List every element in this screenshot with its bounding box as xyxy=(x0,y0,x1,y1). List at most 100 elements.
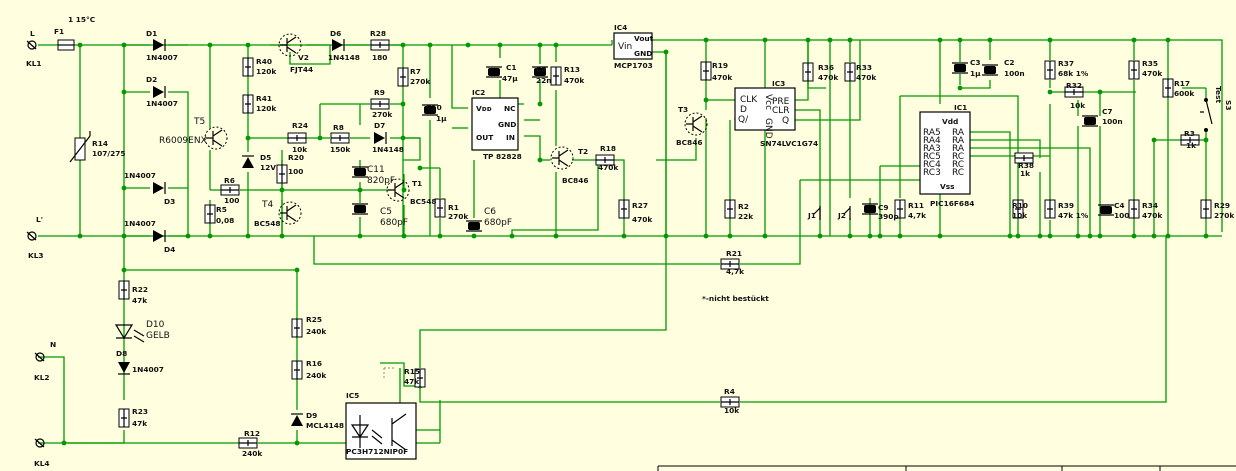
capacitor-c6[interactable] xyxy=(466,220,482,232)
resistor-r9[interactable] xyxy=(370,98,390,110)
transistor-t4[interactable] xyxy=(278,201,302,225)
label-ic1-rc-r3: RC xyxy=(952,168,964,178)
resistor-r4[interactable] xyxy=(720,396,740,408)
diode-d7[interactable] xyxy=(374,132,387,144)
label-r28-val: 180 xyxy=(372,53,387,62)
diode-d8[interactable] xyxy=(118,362,130,375)
label-ic1-rc4: RC4 xyxy=(923,160,941,170)
resistor-r29[interactable] xyxy=(1200,199,1212,219)
capacitor-c3[interactable] xyxy=(952,62,968,74)
resistor-r16[interactable] xyxy=(291,360,303,380)
label-ic3-d: D xyxy=(740,105,747,115)
resistor-r24[interactable] xyxy=(287,132,307,144)
fuse-f1[interactable] xyxy=(57,39,75,51)
terminal-kl2[interactable] xyxy=(34,352,45,362)
transistor-t1[interactable] xyxy=(386,178,410,202)
transistor-t3[interactable] xyxy=(684,112,708,136)
label-t5-val: R6009ENX xyxy=(159,136,207,146)
transistor-v2[interactable] xyxy=(278,33,302,57)
resistor-r38[interactable] xyxy=(1014,152,1034,164)
capacitor-c10[interactable] xyxy=(422,104,438,116)
resistor-r35[interactable] xyxy=(1128,60,1140,80)
label-r27: R27 xyxy=(632,201,648,210)
resistor-r11[interactable] xyxy=(894,199,906,219)
resistor-r40[interactable] xyxy=(242,57,254,77)
ic4-body[interactable] xyxy=(613,32,653,60)
capacitor-c1[interactable] xyxy=(486,66,502,78)
diode-d4[interactable] xyxy=(153,230,166,242)
diode-d1[interactable] xyxy=(153,39,166,51)
resistor-r25[interactable] xyxy=(291,318,303,338)
label-r2: R2 xyxy=(738,202,749,211)
label-d10: D10 xyxy=(146,320,165,330)
capacitor-c8[interactable] xyxy=(532,66,548,78)
resistor-r17[interactable] xyxy=(1162,78,1174,98)
resistor-r7[interactable] xyxy=(397,67,409,87)
resistor-r12[interactable] xyxy=(238,437,258,449)
label-kl2: KL2 xyxy=(34,373,50,382)
capacitor-c2[interactable] xyxy=(982,64,998,76)
resistor-r19[interactable] xyxy=(700,61,712,81)
resistor-r41[interactable] xyxy=(242,94,254,114)
label-c11: C11 xyxy=(367,165,385,175)
resistor-r21[interactable] xyxy=(720,258,740,270)
ic3-body[interactable] xyxy=(734,87,796,131)
diode-d9[interactable] xyxy=(291,413,303,426)
ic2-body[interactable] xyxy=(471,97,519,151)
thermistor-r14[interactable] xyxy=(69,131,91,163)
terminal-kl4[interactable] xyxy=(34,438,45,448)
resistor-r20[interactable] xyxy=(276,164,288,184)
capacitor-c11[interactable] xyxy=(352,166,368,178)
jumper-j1[interactable] xyxy=(813,206,821,220)
resistor-r39[interactable] xyxy=(1044,199,1056,219)
jumper-j2[interactable] xyxy=(843,206,851,220)
resistor-r34[interactable] xyxy=(1128,199,1140,219)
diode-d5[interactable] xyxy=(242,155,254,168)
diode-d2[interactable] xyxy=(153,86,166,98)
resistor-r36[interactable] xyxy=(802,62,814,82)
transistor-t5[interactable] xyxy=(204,126,228,150)
resistor-r3[interactable] xyxy=(1180,134,1200,146)
led-d10[interactable] xyxy=(114,324,145,343)
switch-s3[interactable] xyxy=(1200,98,1213,132)
resistor-r32[interactable] xyxy=(1064,86,1084,98)
capacitor-c5[interactable] xyxy=(352,203,368,215)
title-block-edge xyxy=(657,465,1236,471)
transistor-t2[interactable] xyxy=(550,146,574,170)
resistor-r6[interactable] xyxy=(220,184,240,196)
resistor-r1[interactable] xyxy=(434,198,446,218)
diode-d3[interactable] xyxy=(153,182,166,194)
resistor-r2[interactable] xyxy=(724,199,736,219)
label-c4: C4 xyxy=(1114,201,1125,210)
label-r24-val: 10k xyxy=(292,145,308,154)
label-kl3: KL3 xyxy=(28,251,44,260)
resistor-r22[interactable] xyxy=(118,280,130,300)
label-r19-val: 470k xyxy=(712,73,733,82)
resistor-r33[interactable] xyxy=(844,62,856,82)
resistor-r10[interactable] xyxy=(1012,199,1024,219)
ic1-body[interactable] xyxy=(919,111,971,195)
diode-d6[interactable] xyxy=(332,39,345,51)
resistor-r5[interactable] xyxy=(204,204,216,224)
terminal-kl1[interactable] xyxy=(26,40,37,50)
label-r3: R3 xyxy=(1184,129,1195,138)
capacitor-c9[interactable] xyxy=(862,203,878,215)
label-r21-val: 4,7k xyxy=(726,267,745,276)
label-f1: F1 xyxy=(54,27,64,36)
resistor-r13[interactable] xyxy=(550,66,562,86)
label-t2-val: BC846 xyxy=(562,176,588,185)
resistor-r18[interactable] xyxy=(595,154,615,166)
resistor-r23[interactable] xyxy=(118,408,130,428)
resistor-r37[interactable] xyxy=(1044,60,1056,80)
label-d4: D4 xyxy=(164,245,175,254)
label-ic2-nc: NC xyxy=(504,104,516,113)
resistor-r27[interactable] xyxy=(618,199,630,219)
ic5-optocoupler[interactable] xyxy=(345,402,417,460)
terminal-kl3[interactable] xyxy=(26,231,37,241)
capacitor-c4[interactable] xyxy=(1098,204,1114,216)
resistor-r28[interactable] xyxy=(370,39,390,51)
resistor-r15[interactable] xyxy=(414,368,426,388)
capacitor-c7[interactable] xyxy=(1082,115,1098,127)
label-r34: R34 xyxy=(1142,201,1158,210)
resistor-r8[interactable] xyxy=(330,132,350,144)
